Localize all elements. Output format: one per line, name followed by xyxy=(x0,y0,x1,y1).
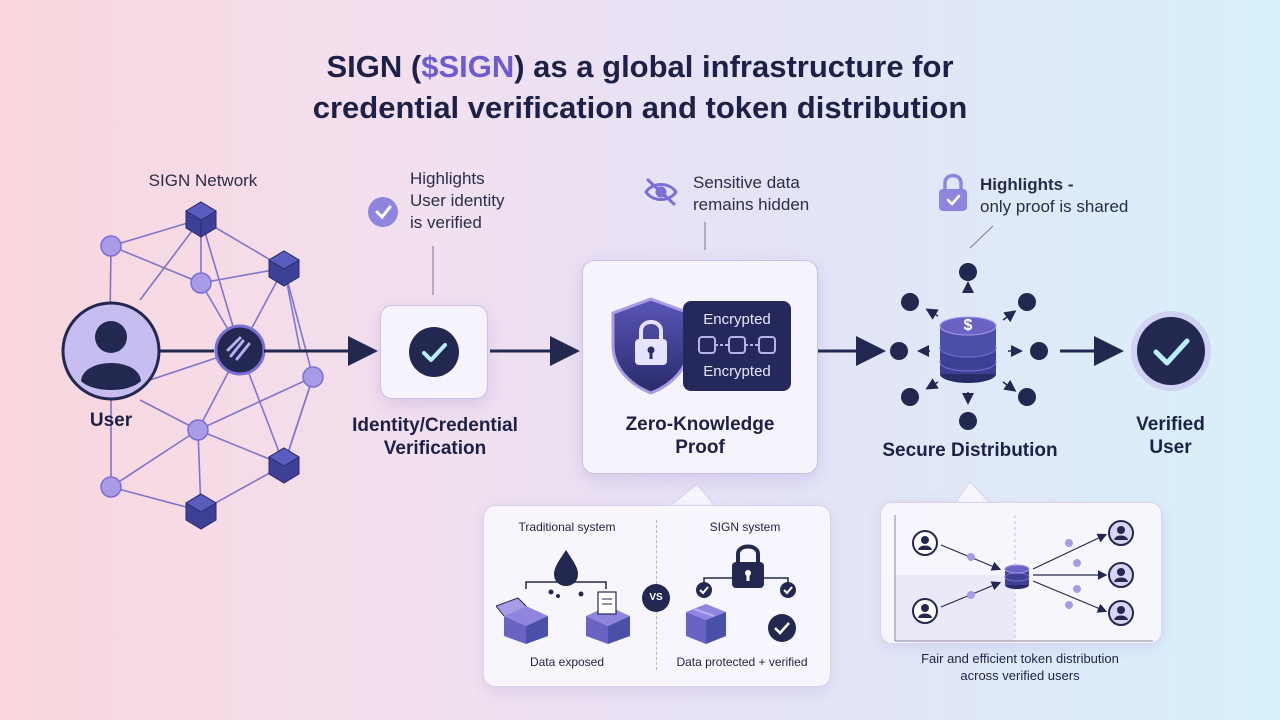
encrypted-label-top: Encrypted xyxy=(683,311,791,328)
recipient-user-icon xyxy=(1109,601,1133,625)
recipient-node xyxy=(959,263,977,281)
lock-check-icon xyxy=(939,176,967,212)
document-icon xyxy=(598,592,616,614)
sign-system-title: SIGN system xyxy=(670,520,820,534)
circle-node xyxy=(188,420,208,440)
cube-node xyxy=(186,494,216,529)
recipient-node xyxy=(959,412,977,430)
fair-distribution-panel xyxy=(880,502,1162,644)
fair-distribution-caption: Fair and efficient token distribution ac… xyxy=(880,650,1160,684)
identity-verification-card xyxy=(380,305,488,399)
small-check-icon xyxy=(696,582,712,598)
encrypted-data-box: Encrypted Encrypted xyxy=(683,301,791,391)
recipient-node xyxy=(1018,388,1036,406)
distribution-note-line-2: only proof is shared xyxy=(980,196,1170,218)
checkmark-badge-icon xyxy=(368,197,398,227)
cube-node xyxy=(269,448,299,483)
recipient-node xyxy=(1018,293,1036,311)
circle-node xyxy=(303,367,323,387)
encrypted-blocks-icon xyxy=(697,335,779,355)
verified-check-icon xyxy=(1131,311,1211,391)
cube-node xyxy=(269,251,299,286)
comparison-callout-pointer xyxy=(670,484,715,506)
circle-node xyxy=(101,236,121,256)
recipient-user-icon xyxy=(1109,521,1133,545)
sender-user-icon xyxy=(913,531,937,555)
identity-note-title: Highlights xyxy=(410,168,550,190)
sign-hub-node xyxy=(216,326,264,374)
zkp-label: Zero-Knowledge Proof xyxy=(583,413,817,459)
distribution-highlights-note: Highlights - only proof is shared xyxy=(980,174,1170,218)
distribution-note-line-1: Highlights - xyxy=(980,174,1170,196)
shield-lock-icon xyxy=(607,295,695,395)
lock-icon xyxy=(732,547,764,589)
distribution-note-connector xyxy=(970,226,993,248)
closed-box-icon xyxy=(686,604,726,644)
encrypted-label-bottom: Encrypted xyxy=(683,363,791,380)
circle-node xyxy=(191,273,211,293)
data-protected-caption: Data protected + verified xyxy=(660,655,824,669)
data-exposed-illustration xyxy=(496,544,646,644)
circle-node xyxy=(101,477,121,497)
verified-check-icon xyxy=(768,614,796,642)
eye-slash-icon xyxy=(646,180,676,204)
user-avatar xyxy=(63,303,159,399)
mini-coin-stack-icon xyxy=(1005,565,1029,589)
coin-dollar-symbol: $ xyxy=(958,317,978,335)
user-label: User xyxy=(71,410,151,432)
traditional-system-title: Traditional system xyxy=(492,520,642,534)
zero-knowledge-proof-card: Encrypted Encrypted Zero-Knowledge Proof xyxy=(582,260,818,474)
identity-note-line-2: is verified xyxy=(410,212,550,234)
recipient-node xyxy=(901,293,919,311)
fair-callout-pointer xyxy=(955,482,990,503)
identity-verification-label: Identity/Credential Verification xyxy=(340,414,530,460)
identity-check-icon xyxy=(409,327,459,377)
data-protected-illustration xyxy=(680,544,820,644)
recipient-node xyxy=(901,388,919,406)
vs-badge: VS xyxy=(642,584,670,612)
small-check-icon xyxy=(780,582,796,598)
sender-user-icon xyxy=(913,599,937,623)
network-label: SIGN Network xyxy=(128,170,278,192)
open-box-icon xyxy=(496,598,548,644)
comparison-panel: Traditional system SIGN system VS xyxy=(483,505,831,687)
recipient-node xyxy=(1030,342,1048,360)
zkp-note: Sensitive data remains hidden xyxy=(693,172,833,216)
identity-note-line-1: User identity xyxy=(410,190,550,212)
verified-user-label: Verified User xyxy=(1118,413,1223,459)
data-exposed-caption: Data exposed xyxy=(492,655,642,669)
identity-highlights-note: Highlights User identity is verified xyxy=(410,168,550,234)
secure-distribution-label: Secure Distribution xyxy=(870,440,1070,462)
recipient-node xyxy=(890,342,908,360)
fair-distribution-illustration xyxy=(881,503,1161,643)
recipient-user-icon xyxy=(1109,563,1133,587)
distribution-cluster xyxy=(890,263,1048,430)
leak-drop-icon xyxy=(554,550,578,586)
open-box-icon xyxy=(586,592,630,644)
